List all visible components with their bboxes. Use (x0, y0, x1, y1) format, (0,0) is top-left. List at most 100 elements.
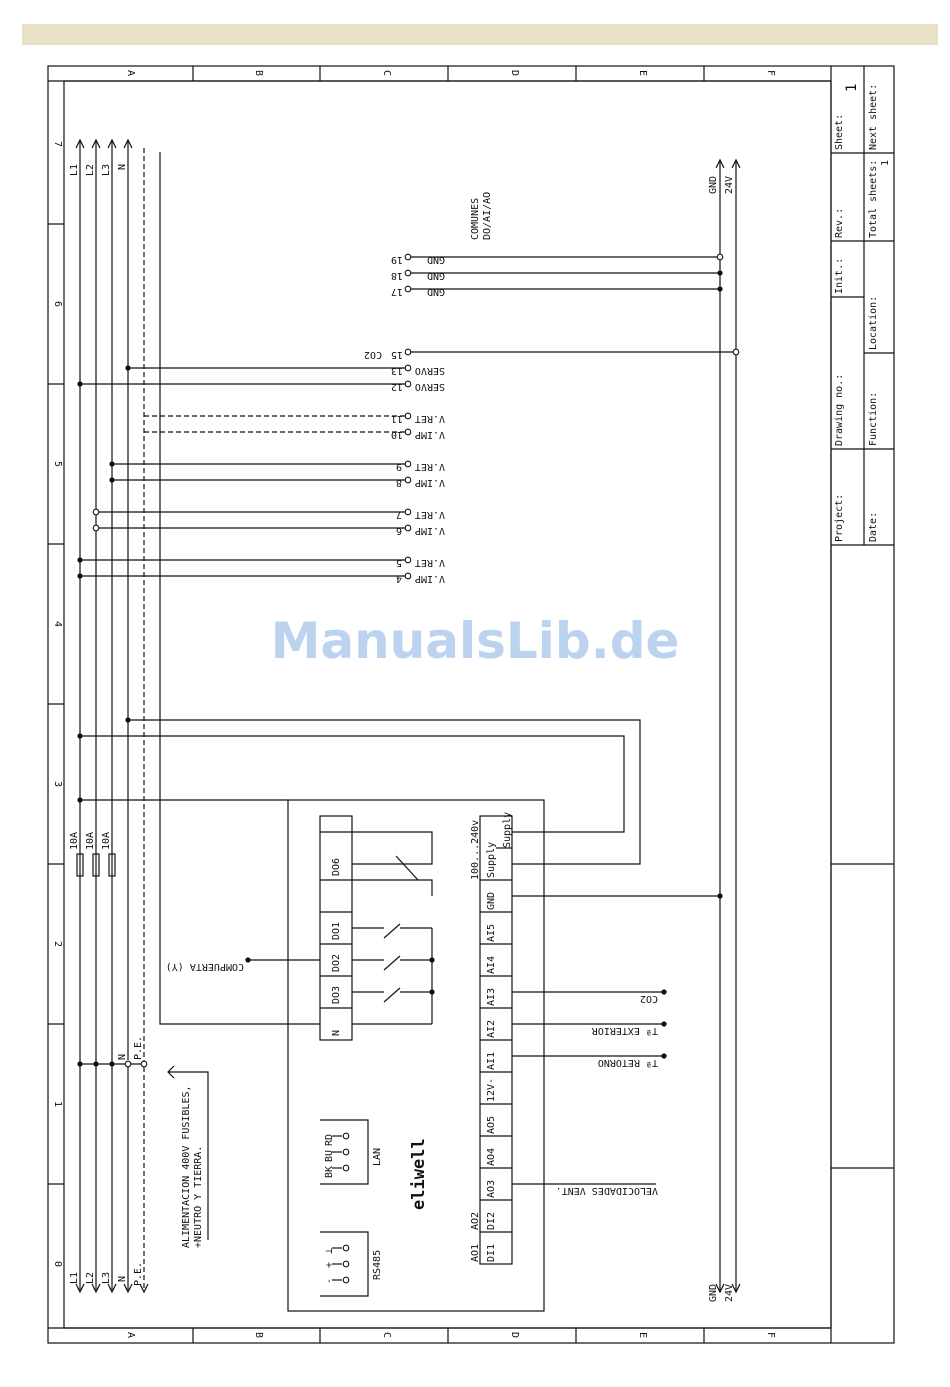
terminal-5-label: V.RET (415, 557, 445, 568)
lan-pin-bu: BU (324, 1150, 335, 1162)
terminal-19-num: 19 (391, 254, 403, 265)
rail-bottom-gnd: GND (708, 1284, 719, 1302)
pin-ai1: AI1 (486, 1052, 497, 1070)
bus-labels: L1 L2 L3 N L1 L2 L3 N P.E. 10A 10A 10A N… (69, 164, 144, 1286)
terminal-10-num: 10 (391, 429, 403, 440)
drawing-no-label: Drawing no.: (834, 374, 845, 446)
output-do3: DO3 (331, 986, 342, 1004)
pin-ai5: AI5 (486, 924, 497, 942)
rail-bottom-24v: 24V (724, 1284, 735, 1302)
t-exterior-label: Tª EXTERIOR (591, 1025, 658, 1036)
supply-note: ALIMENTACION 400V FUSIBLES, +NEUTRO Y TI… (181, 1085, 204, 1248)
project-label: Project: (834, 494, 845, 542)
terminal-13-num: 13 (391, 365, 403, 376)
velocidades-label: VELOCIDADES VENT. (556, 1185, 658, 1196)
lan-pin-rd: RD (324, 1134, 335, 1146)
rail-top-gnd: GND (708, 176, 719, 194)
bus-top-l3: L3 (101, 164, 112, 176)
total-sheets-label: Total sheets: (868, 160, 879, 238)
rs485-pin-plus: + (324, 1262, 335, 1268)
lan-label: LAN (372, 1148, 383, 1166)
terminal-4-num: 4 (396, 573, 402, 584)
total-sheets-value: 1 (880, 160, 891, 166)
date-label: Date: (868, 512, 879, 542)
co2-signal-label: CO2 (640, 993, 658, 1004)
tap-pe-label: P.E. (133, 1036, 144, 1060)
terminal-18-num: 18 (391, 270, 403, 281)
rs485-label: RS485 (372, 1250, 383, 1280)
row-7: 7 (52, 141, 63, 147)
terminal-12-label: SERVO (415, 381, 445, 392)
pin-12v: 12V- (486, 1078, 497, 1102)
terminal-circles (92, 253, 740, 1284)
pin-supply-1: Supply (502, 812, 513, 848)
rs485-pin-minus: - (324, 1278, 335, 1284)
col-f-top: F (765, 70, 776, 76)
terminal-7-label: V.RET (415, 509, 445, 520)
terminal-17-num: 17 (391, 286, 403, 297)
terminal-labels: 19 GND 18 GND 17 GND 15 CO2 13 SERVO 12 … (364, 254, 445, 584)
inner-frame (63, 80, 832, 1329)
rs485-pin-gnd: ⊥ (324, 1248, 335, 1254)
comunes-label: COMUNES DO/AI/AO (470, 192, 493, 240)
fuse-3-label: 10A (101, 832, 112, 850)
comunes-line-2: DO/AI/AO (482, 192, 493, 240)
top-banner (22, 24, 938, 45)
controller-left-block (159, 152, 433, 1041)
row-1: 1 (52, 1101, 63, 1107)
terminal-19-label: GND (427, 254, 445, 265)
col-e-bottom: E (637, 1332, 648, 1338)
output-n: N (331, 1030, 342, 1036)
next-sheet-label: Next sheet: (868, 84, 879, 150)
pin-ao3: AO3 (486, 1180, 497, 1198)
pin-supply-2: Supply (486, 842, 497, 878)
terminal-18-label: GND (427, 270, 445, 281)
terminal-9-num: 9 (396, 461, 402, 472)
pin-ao4: AO4 (486, 1148, 497, 1166)
comunes-line-1: COMUNES (470, 198, 481, 240)
terminal-11-label: V.RET (415, 413, 445, 424)
pin-di1: DI1 (486, 1244, 497, 1262)
terminal-8-num: 8 (396, 477, 402, 488)
terminal-13-label: SERVO (415, 365, 445, 376)
col-a-bottom: A (125, 1332, 136, 1338)
bus-bottom-l2: L2 (85, 1272, 96, 1284)
t-retorno-label: Tª RETORNO (598, 1057, 658, 1068)
title-block-grid (831, 66, 894, 1169)
compuerta-label: COMPUERTA (Y) (166, 961, 244, 972)
terminal-8-label: V.IMP (415, 477, 445, 488)
supply-note-line-1: ALIMENTACION 400V FUSIBLES, (181, 1085, 192, 1248)
fuse-1-label: 10A (69, 832, 80, 850)
pin-di2: DI2 (486, 1212, 497, 1230)
supply-range: 100...240v (470, 820, 481, 880)
column-letters: A B C D E F A B C D E F (125, 70, 776, 1338)
terminal-wiring (80, 256, 736, 577)
row-dividers (48, 223, 64, 1185)
controller-labels: DO6 DO1 DO2 DO3 N Supply Supply GND AI5 … (324, 812, 513, 1284)
rev-label: Rev.: (834, 208, 845, 238)
bus-top-l1: L1 (69, 164, 80, 176)
rail-top-24v: 24V (724, 176, 735, 194)
terminal-11-num: 11 (391, 413, 403, 424)
terminal-17-label: GND (427, 286, 445, 297)
terminal-6-num: 6 (396, 525, 402, 536)
col-b-bottom: B (253, 1332, 264, 1338)
sheet-value: 1 (844, 84, 860, 92)
location-label: Location: (868, 296, 879, 350)
pin-ai3: AI3 (486, 988, 497, 1006)
output-do6: DO6 (331, 858, 342, 876)
row-5: 5 (52, 461, 63, 467)
junction-dots (77, 270, 723, 1067)
pin-ao5: AO5 (486, 1116, 497, 1134)
row-numbers: 0 1 2 3 4 5 6 7 (52, 141, 63, 1267)
row-0: 0 (52, 1261, 63, 1267)
watermark: ManualsLib.de (271, 612, 680, 670)
ao2-label: AO2 (470, 1212, 481, 1230)
terminal-12-num: 12 (391, 381, 403, 392)
bus-top-n: N (117, 164, 128, 170)
output-do1: DO1 (331, 922, 342, 940)
pin-gnd: GND (486, 892, 497, 910)
row-4: 4 (52, 621, 63, 627)
row-3: 3 (52, 781, 63, 787)
